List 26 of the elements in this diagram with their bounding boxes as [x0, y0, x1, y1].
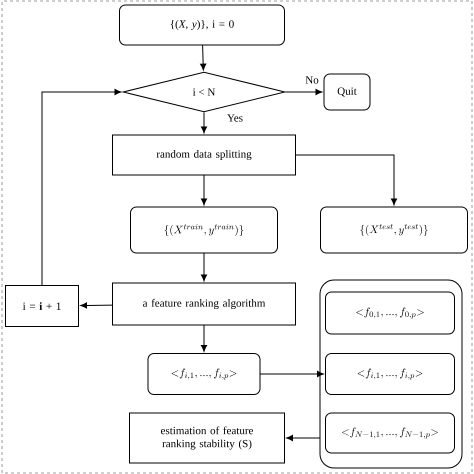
data-box: ${<}f_{i,1}, ..., f_{i,p}{>}$	[148, 353, 260, 395]
arrow	[200, 325, 208, 352]
group-box	[320, 280, 462, 468]
end-box: Quit	[324, 74, 370, 110]
edge-label: Yes	[226, 113, 244, 123]
arrow	[200, 45, 206, 70]
start-box: {(X, y)}, i = 0	[119, 4, 285, 46]
arrow	[286, 434, 320, 442]
arrow	[42, 88, 122, 286]
arrow	[296, 154, 398, 206]
arrow	[285, 88, 322, 96]
process-box: estimation of feature ranking stability (S)	[129, 412, 285, 464]
data-box: $\{(X^{test}, y^{test})\}$	[320, 206, 468, 254]
data-box: ${<}f_{N-1, 1}, ..., f_{N-1,p}{>}$	[325, 412, 455, 454]
data-box: $\{(X^{train}, y^{train})\}$	[130, 206, 278, 254]
data-box: ${<}f_{0,1}, ..., f_{0,p}{>}$	[325, 292, 455, 334]
data-box: ${<}f_{i,1}, ..., f_{i,p}{>}$	[325, 353, 455, 395]
process-box: a feature ranking algorithm	[112, 282, 296, 326]
arrow	[200, 112, 208, 134]
edge-label: No	[304, 75, 320, 85]
arrow	[200, 253, 208, 282]
process-box: i = i + 1	[5, 285, 79, 327]
process-box: random data splitting	[112, 134, 296, 176]
arrow	[200, 175, 208, 206]
arrow	[260, 370, 324, 378]
arrow	[80, 302, 112, 308]
